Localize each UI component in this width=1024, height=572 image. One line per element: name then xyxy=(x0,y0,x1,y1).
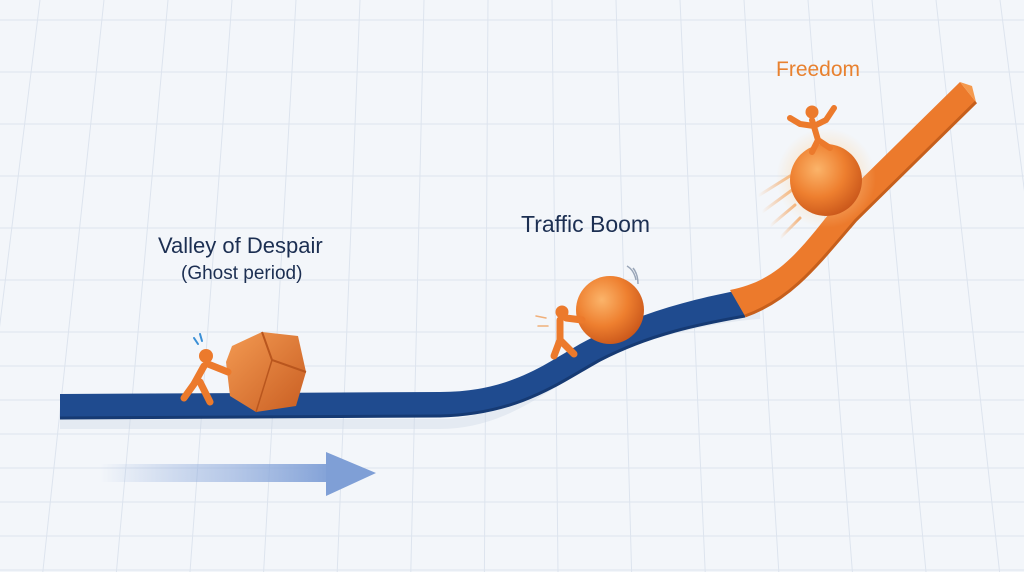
grid-line-vertical xyxy=(679,0,706,572)
grid-line-vertical xyxy=(871,0,927,572)
grid-line-vertical xyxy=(189,0,233,572)
grid-line-vertical xyxy=(483,0,489,572)
label-traffic-boom: Traffic Boom xyxy=(521,211,651,237)
person-pushing-ball-icon xyxy=(535,265,644,360)
grid-line-vertical xyxy=(42,0,105,572)
person-pushing-rock-icon xyxy=(180,331,307,413)
arrow-right-icon xyxy=(100,452,376,496)
grid-line-vertical xyxy=(0,0,41,328)
grid-line-vertical xyxy=(999,0,1024,192)
track-blue-flat xyxy=(60,290,745,418)
track-blue-edge xyxy=(59,314,746,420)
grid-line-vertical xyxy=(551,0,559,572)
label-valley-of-despair: Valley of Despair xyxy=(158,233,323,258)
grid-line-vertical xyxy=(807,0,853,572)
label-freedom: Freedom xyxy=(776,58,861,81)
person-riding-ball-icon xyxy=(776,105,876,228)
grid-line-vertical xyxy=(410,0,425,572)
track-orange-top xyxy=(960,82,976,102)
label-ghost-period: (Ghost period) xyxy=(181,263,303,284)
track-orange-edge xyxy=(744,100,978,318)
grid-line-vertical xyxy=(263,0,297,572)
grid-line-vertical xyxy=(115,0,169,572)
